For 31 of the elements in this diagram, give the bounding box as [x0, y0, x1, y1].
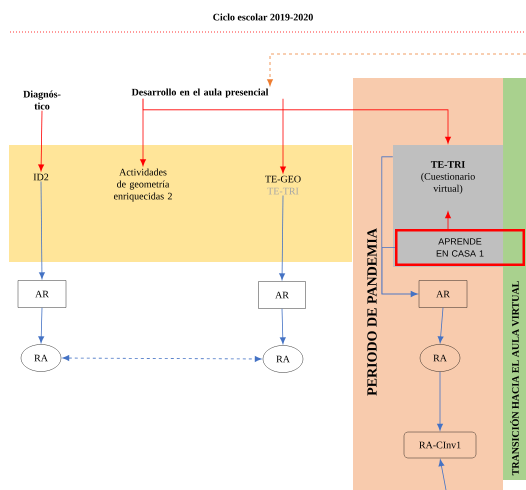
title: Ciclo escolar 2019-2020 — [213, 13, 313, 21]
background-band — [9, 145, 352, 262]
arrow — [438, 307, 444, 344]
arrow — [142, 98, 451, 144]
node-label: APRENDE EN CASA 1 — [436, 238, 484, 257]
node-text: Actividades de geometría enriquecidas 2 — [114, 168, 172, 202]
arrow — [267, 54, 526, 86]
arrow — [280, 308, 286, 344]
process-box: AR — [258, 281, 306, 309]
node-label: (Cuestionario virtual) — [421, 172, 475, 194]
arrow — [438, 459, 446, 490]
heading-text: Desarrollo en el aula presencial — [132, 88, 268, 98]
arrow — [38, 110, 44, 172]
highlighted-box: APRENDE EN CASA 1 — [393, 210, 525, 267]
node-label: TE-TRI — [430, 161, 465, 168]
heading-text: Diagnós- tico — [23, 90, 61, 110]
arrow — [382, 247, 418, 297]
process-box: AR — [18, 280, 66, 308]
arrow — [38, 307, 44, 344]
node-text: ID2 — [34, 174, 48, 180]
arrow — [279, 195, 286, 280]
node-text: TE-GEO TE-TRI — [265, 176, 301, 194]
arrow — [280, 98, 286, 174]
arrow — [39, 181, 45, 280]
process-box: TE-TRI (Cuestionario virtual) — [393, 145, 503, 210]
arrow — [437, 371, 443, 431]
arrow — [62, 355, 262, 362]
background-band: TRANSICIÓN HACIA EL AULA VIRTUAL — [503, 78, 526, 480]
arrow — [445, 211, 451, 230]
rounded-box: RA-CInv1 — [404, 432, 476, 458]
process-box: AR — [418, 280, 468, 308]
